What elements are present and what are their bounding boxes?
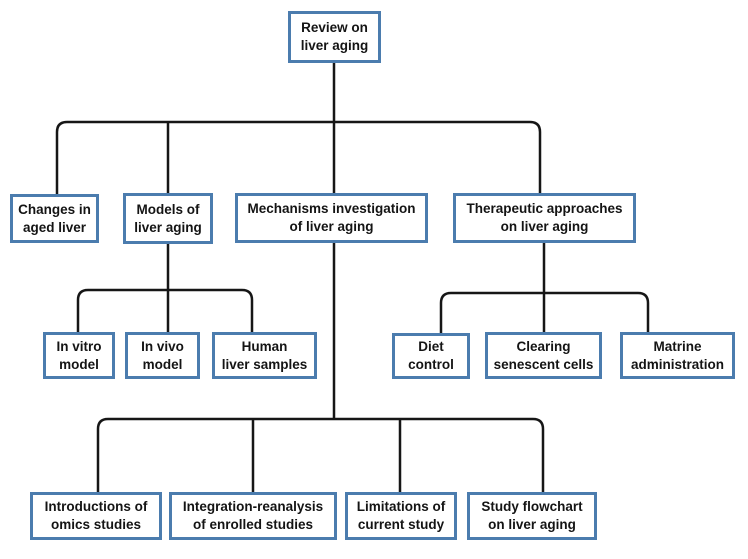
connector-therapeutic-rail	[439, 291, 650, 333]
node-mechanisms-investigation: Mechanisms investigation of liver aging	[235, 193, 428, 243]
node-limitations-of-current-study: Limitations of current study	[345, 492, 457, 540]
node-in-vivo-model: In vivo model	[125, 332, 200, 379]
node-models-of-liver-aging: Models of liver aging	[123, 193, 213, 244]
node-integration-reanalysis: Integration-reanalysis of enrolled studi…	[169, 492, 337, 540]
node-in-vitro-model: In vitro model	[43, 332, 115, 379]
connector-models-rail	[76, 288, 254, 332]
node-changes-in-aged-liver: Changes in aged liver	[10, 194, 99, 243]
node-clearing-senescent-cells: Clearing senescent cells	[485, 332, 602, 379]
connector-level2-rail	[55, 120, 542, 194]
node-introductions-of-omics-studies: Introductions of omics studies	[30, 492, 162, 540]
node-therapeutic-approaches: Therapeutic approaches on liver aging	[453, 193, 636, 243]
node-diet-control: Diet control	[392, 333, 470, 379]
node-human-liver-samples: Human liver samples	[212, 332, 317, 379]
node-review-on-liver-aging: Review on liver aging	[288, 11, 381, 63]
node-study-flowchart: Study flowchart on liver aging	[467, 492, 597, 540]
connector-mechanisms-rail	[96, 417, 545, 492]
node-matrine-administration: Matrine administration	[620, 332, 735, 379]
